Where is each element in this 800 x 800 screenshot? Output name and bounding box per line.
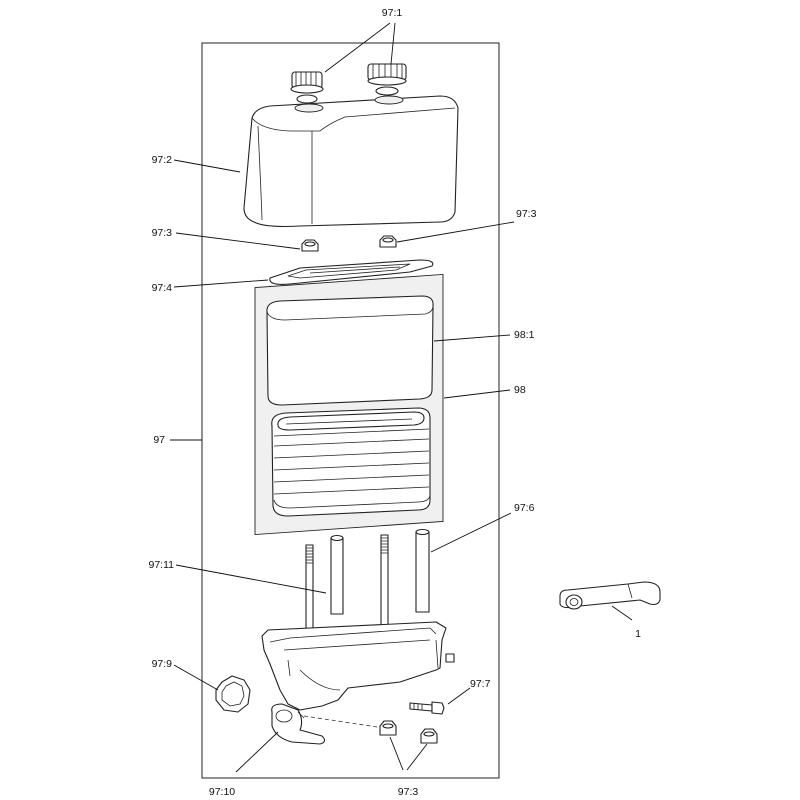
spacer-tube-left[interactable] xyxy=(330,534,344,615)
nut-lower-left[interactable] xyxy=(379,720,397,736)
callout-97-10: 97:10 xyxy=(209,786,235,798)
callout-97: 97 xyxy=(153,434,165,446)
base-housing[interactable] xyxy=(261,621,455,711)
hex-bolt[interactable] xyxy=(409,701,445,715)
callout-97-6: 97:6 xyxy=(514,502,535,514)
assembly-path-dashed xyxy=(303,715,385,729)
callout-97-3-bottom: 97:3 xyxy=(398,786,419,798)
callout-1: 1 xyxy=(635,628,641,640)
callout-97-11: 97:11 xyxy=(149,559,175,571)
service-wrench[interactable] xyxy=(559,581,661,610)
leader-lines xyxy=(170,22,633,773)
nut-upper-right[interactable] xyxy=(379,235,397,248)
stud-left[interactable] xyxy=(305,544,314,641)
air-filter-cover[interactable] xyxy=(243,95,459,228)
callout-97-3-left: 97:3 xyxy=(152,227,173,239)
spacer-tube-right[interactable] xyxy=(415,528,430,613)
o-ring[interactable] xyxy=(215,675,251,713)
breather-elbow[interactable] xyxy=(271,703,326,745)
fill-cap-left[interactable] xyxy=(290,71,324,104)
callout-97-2: 97:2 xyxy=(152,154,173,166)
callout-97-3-right: 97:3 xyxy=(516,208,537,220)
fill-cap-right[interactable] xyxy=(367,63,407,96)
pre-cleaner[interactable] xyxy=(266,295,434,406)
callout-98: 98 xyxy=(514,384,526,396)
callout-97-1: 97:1 xyxy=(382,7,403,19)
nut-upper-left[interactable] xyxy=(301,239,319,252)
callout-97-7: 97:7 xyxy=(470,678,491,690)
callout-97-4: 97:4 xyxy=(152,282,173,294)
assembly-frame-97 xyxy=(201,42,500,779)
nut-lower-right[interactable] xyxy=(420,728,438,744)
callout-98-1: 98:1 xyxy=(514,329,535,341)
gasket[interactable] xyxy=(269,259,434,285)
filter-element[interactable] xyxy=(271,407,431,517)
callout-97-9: 97:9 xyxy=(152,658,173,670)
